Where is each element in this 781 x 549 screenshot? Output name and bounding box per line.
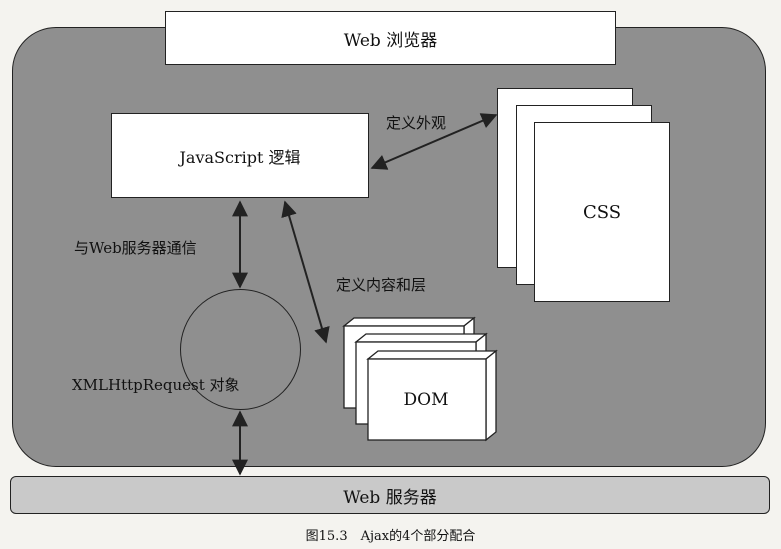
dom-label-wrap: DOM	[368, 357, 484, 442]
css-label: CSS	[582, 201, 622, 223]
figure-caption: 图15.3 Ajax的4个部分配合	[305, 529, 476, 544]
dom-label: DOM	[403, 389, 449, 410]
edge-label-communicate: 与Web服务器通信	[74, 239, 197, 257]
edge-label-appearance: 定义外观	[386, 114, 447, 132]
web-server-label: Web 服务器	[343, 487, 437, 508]
xmlhttprequest-circle	[180, 289, 301, 410]
xmlhttprequest-label: XMLHttpRequest 对象	[72, 376, 240, 394]
javascript-logic-label: JavaScript 逻辑	[179, 147, 301, 167]
javascript-logic-box: JavaScript 逻辑	[111, 113, 369, 198]
edge-label-content: 定义内容和层	[336, 276, 427, 294]
web-browser-label: Web 浏览器	[343, 30, 438, 51]
css-page-front	[534, 122, 670, 302]
web-server-bar: Web 服务器	[10, 476, 770, 514]
css-label-wrap: CSS	[534, 122, 670, 302]
web-browser-label-box: Web 浏览器	[165, 11, 616, 65]
